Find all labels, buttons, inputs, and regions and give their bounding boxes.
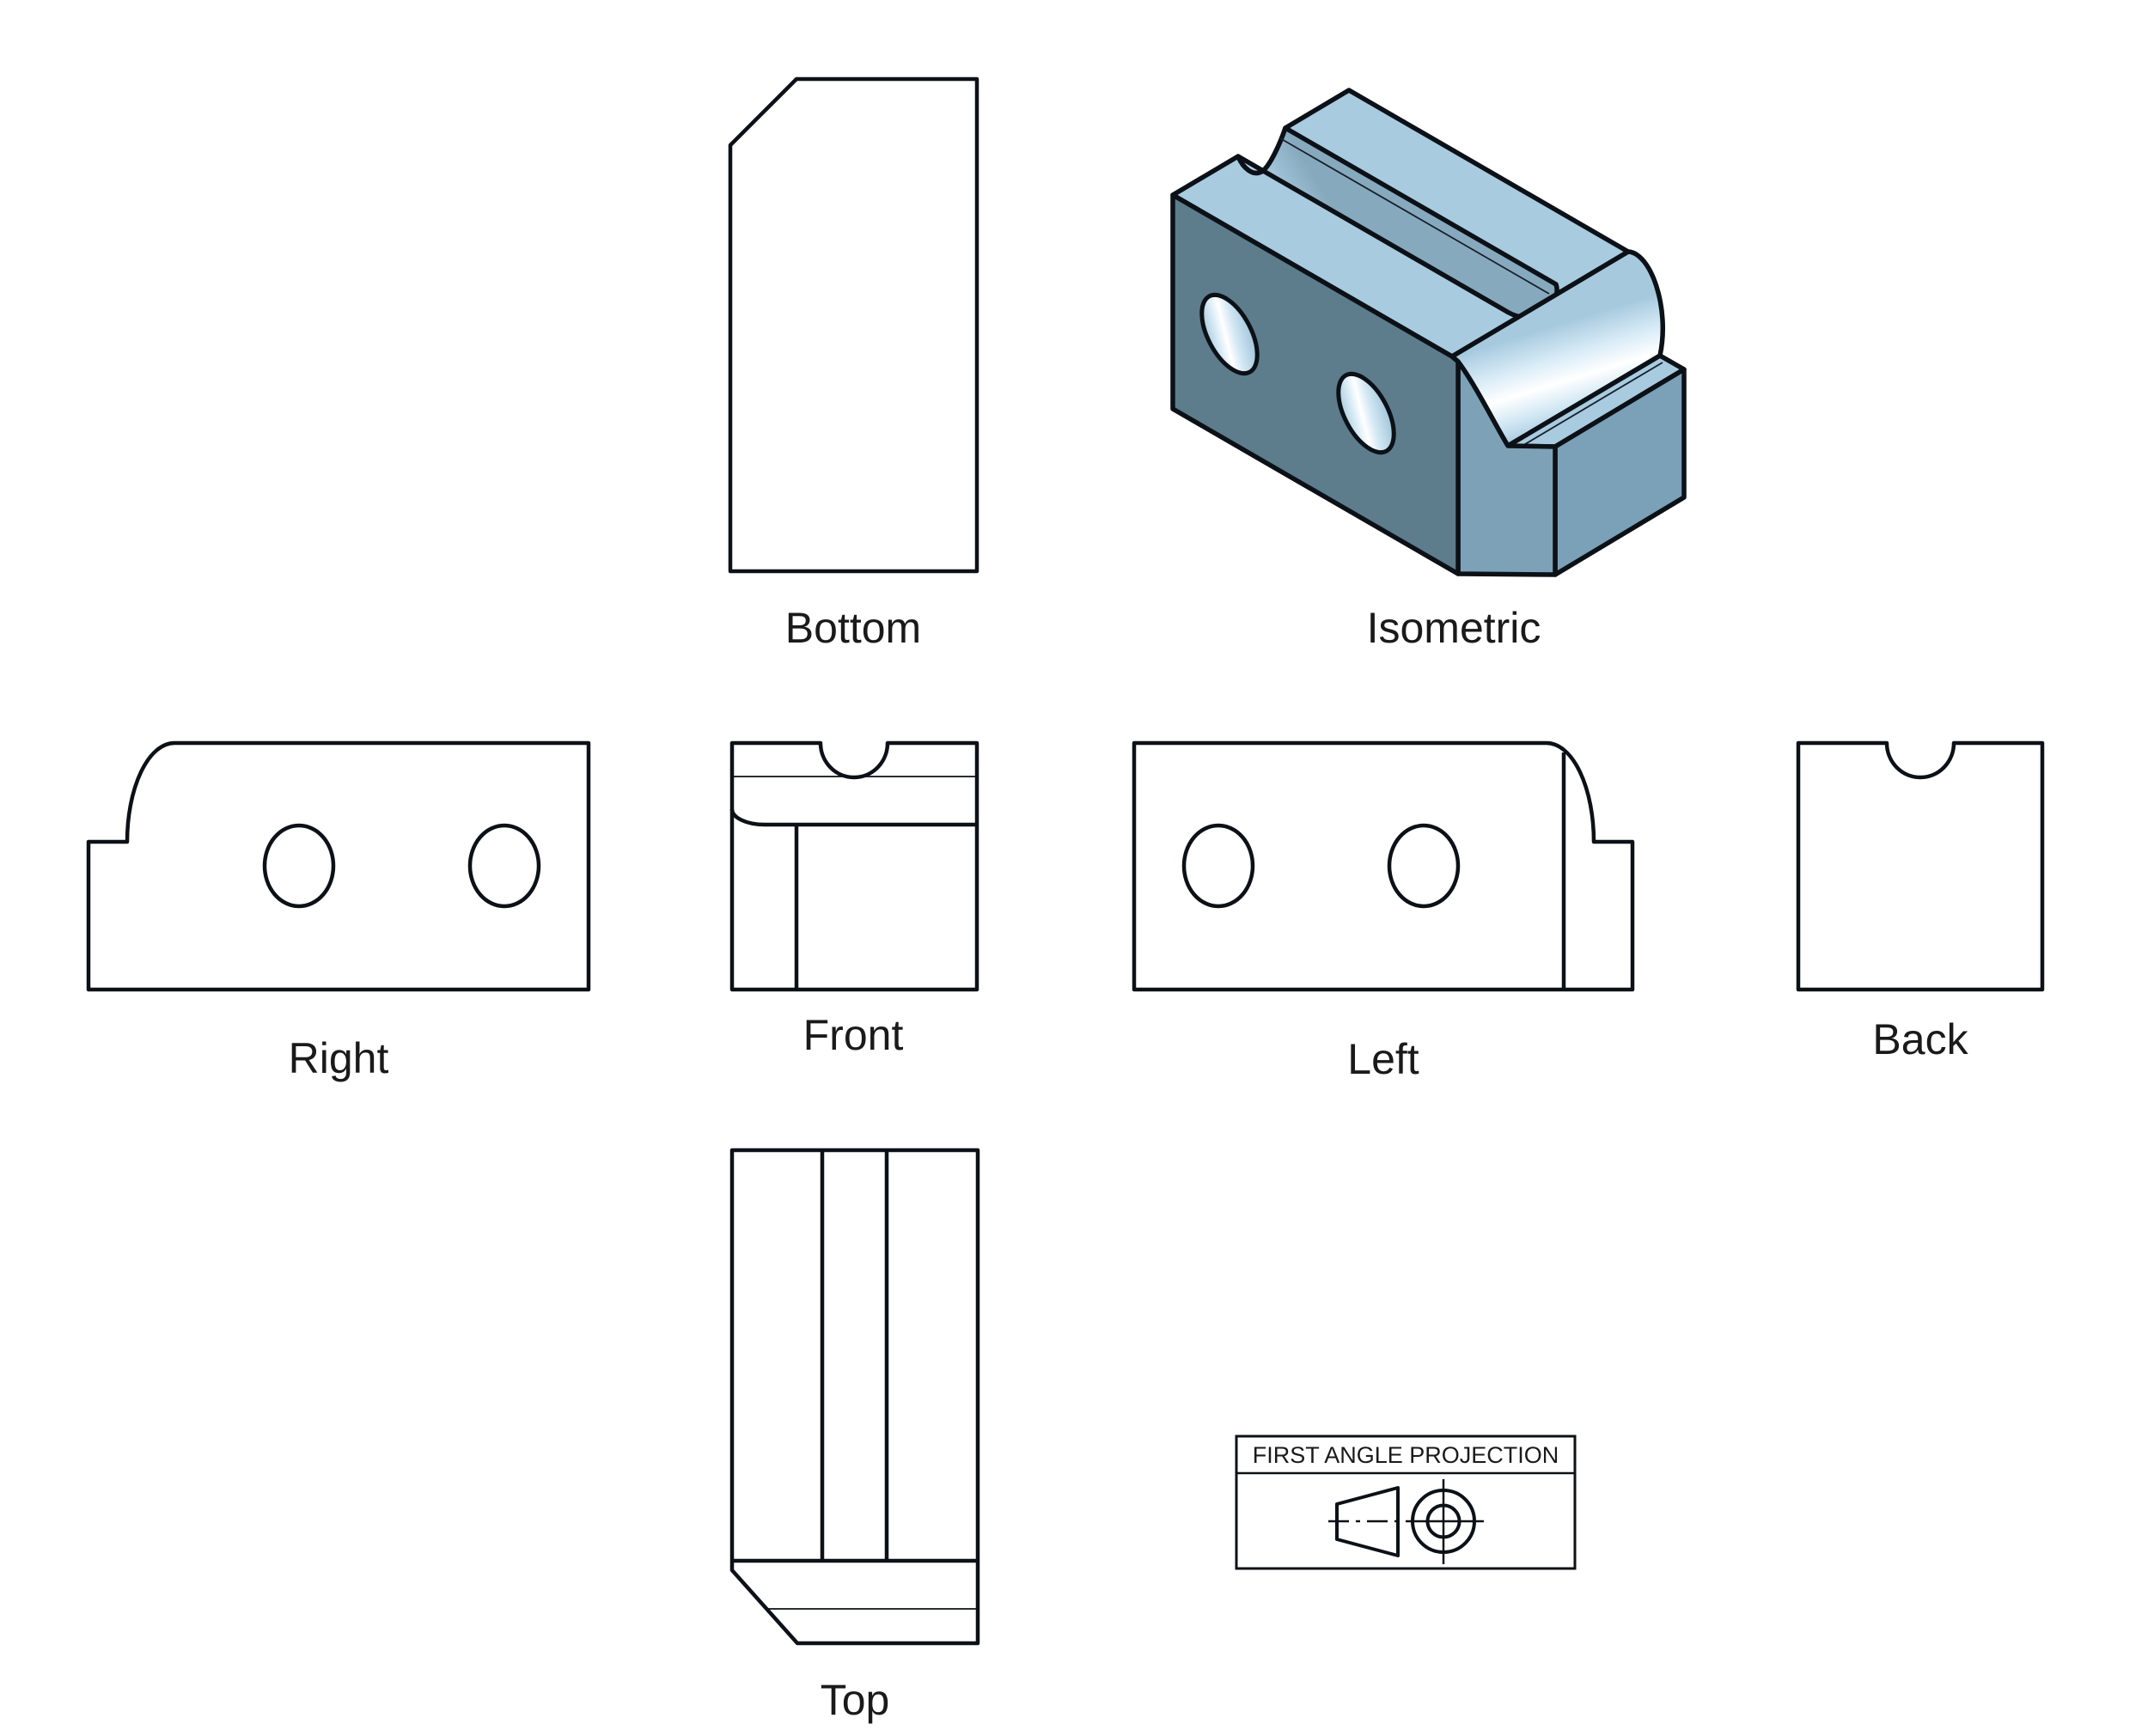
view-bottom: Bottom [728, 76, 979, 652]
top-view-label: Top [821, 1676, 890, 1724]
left-view-hole-1 [1181, 823, 1255, 909]
right-view-label: Right [289, 1034, 389, 1082]
bottom-view-outline [728, 76, 979, 574]
iso-front-face [1170, 192, 1461, 576]
front-view-fillet-silhouette [729, 808, 977, 827]
projection-box-border [1235, 1434, 1577, 1570]
view-top: Top [729, 1148, 980, 1724]
back-view-outline [1796, 740, 2045, 992]
top-view-outline [729, 1148, 980, 1646]
frustum-symbol-icon [1335, 1486, 1400, 1557]
projection-symbol-box: FIRST ANGLE PROJECTION [1235, 1434, 1577, 1570]
view-back: Back [1796, 740, 2045, 1063]
view-right: Right [86, 740, 591, 1082]
left-view-outline [1132, 740, 1635, 992]
back-view-label: Back [1872, 1015, 1968, 1063]
view-isometric: Isometric [1170, 88, 1687, 652]
left-view-hole-2 [1387, 823, 1461, 909]
right-view-hole-1 [262, 823, 336, 909]
iso-groove-bottom-line [1279, 137, 1550, 295]
bottom-view-label: Bottom [785, 604, 921, 652]
projection-box-title: FIRST ANGLE PROJECTION [1253, 1442, 1559, 1468]
right-view-outline [86, 740, 591, 992]
left-view-label: Left [1347, 1035, 1419, 1083]
view-front: Front [729, 740, 979, 1059]
iso-tab-edge-line [1511, 362, 1663, 453]
right-view-hole-2 [467, 823, 541, 909]
iso-hole-2 [1336, 371, 1396, 455]
view-left: Left [1132, 740, 1635, 1083]
iso-chamfer-face [1455, 359, 1558, 577]
front-view-label: Front [803, 1011, 904, 1059]
front-view-outline [729, 740, 979, 992]
iso-hole-1 [1199, 292, 1260, 376]
isometric-view-label: Isometric [1367, 604, 1541, 652]
